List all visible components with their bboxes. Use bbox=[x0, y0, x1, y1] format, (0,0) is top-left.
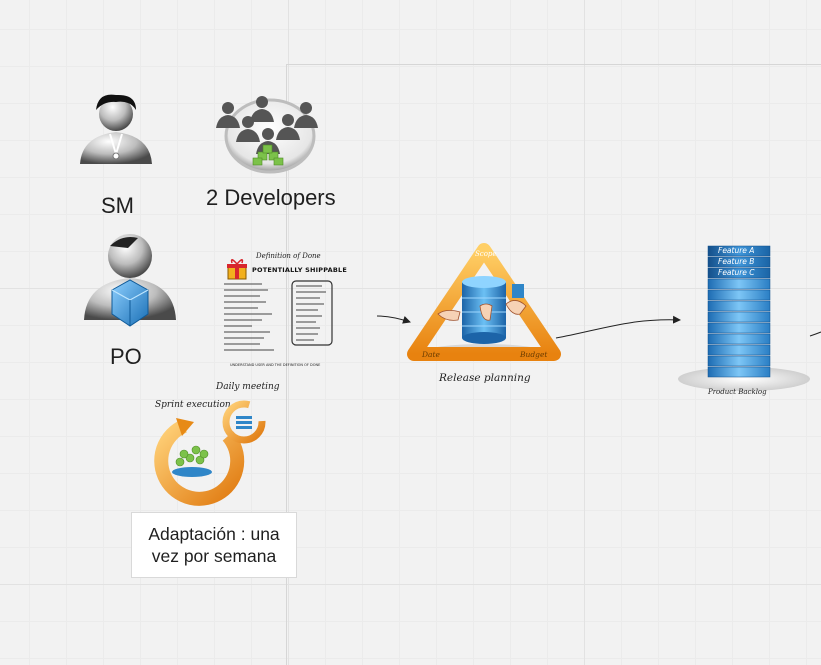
backlog-row bbox=[707, 311, 771, 323]
product-backlog-caption: Product Backlog bbox=[708, 388, 767, 396]
daily-meeting-label: Daily meeting bbox=[216, 382, 280, 392]
backlog-row bbox=[707, 300, 771, 312]
backlog-row bbox=[707, 267, 771, 279]
backlog-row bbox=[707, 366, 771, 378]
feature-a-label[interactable]: Feature A bbox=[718, 246, 755, 255]
definition-of-done-card[interactable]: Definition of Done POTENTIALLY SHIPPABLE… bbox=[220, 250, 347, 378]
dod-title: POTENTIALLY SHIPPABLE bbox=[252, 266, 347, 274]
scrum-master-icon[interactable] bbox=[78, 92, 154, 166]
po-label: PO bbox=[110, 344, 142, 369]
sprint-cycle-icon[interactable] bbox=[146, 396, 270, 508]
backlog-row bbox=[707, 245, 771, 257]
board-frame bbox=[286, 64, 821, 665]
arrow-backlog-out bbox=[809, 331, 821, 337]
developers-label: 2 Developers bbox=[206, 185, 336, 210]
connectors bbox=[376, 315, 821, 339]
feature-b-label[interactable]: Feature B bbox=[718, 257, 755, 266]
release-planning-icon[interactable] bbox=[407, 243, 561, 366]
feature-c-label[interactable]: Feature C bbox=[718, 268, 755, 277]
date-label: Date bbox=[422, 350, 440, 359]
arrow-dod-to-release bbox=[376, 315, 411, 324]
gift-icon bbox=[227, 259, 247, 280]
dod-checklist bbox=[224, 280, 333, 351]
backlog-row bbox=[707, 333, 771, 345]
backlog-row bbox=[707, 355, 771, 367]
sm-label: SM bbox=[101, 193, 134, 218]
backlog-row bbox=[707, 289, 771, 301]
adaptation-note-card[interactable]: Adaptación : una vez por semana bbox=[131, 512, 297, 578]
sprint-execution-label: Sprint execution bbox=[155, 400, 231, 410]
scope-label: Scope bbox=[475, 250, 497, 258]
backlog-row bbox=[707, 278, 771, 290]
product-backlog-icon[interactable] bbox=[676, 240, 812, 392]
arrow-release-to-backlog bbox=[555, 315, 681, 339]
release-planning-caption: Release planning bbox=[439, 372, 531, 384]
backlog-row bbox=[707, 256, 771, 268]
budget-label: Budget bbox=[520, 350, 548, 359]
developers-group-icon[interactable] bbox=[212, 94, 328, 174]
backlog-row bbox=[707, 344, 771, 356]
backlog-row bbox=[707, 322, 771, 334]
product-owner-icon[interactable] bbox=[82, 232, 178, 342]
dod-footer: UNDERSTAND USER AND THE DEFINITION OF DO… bbox=[230, 363, 321, 367]
adaptation-note-text: Adaptación : una vez por semana bbox=[148, 524, 280, 566]
dod-header: Definition of Done bbox=[256, 252, 321, 260]
